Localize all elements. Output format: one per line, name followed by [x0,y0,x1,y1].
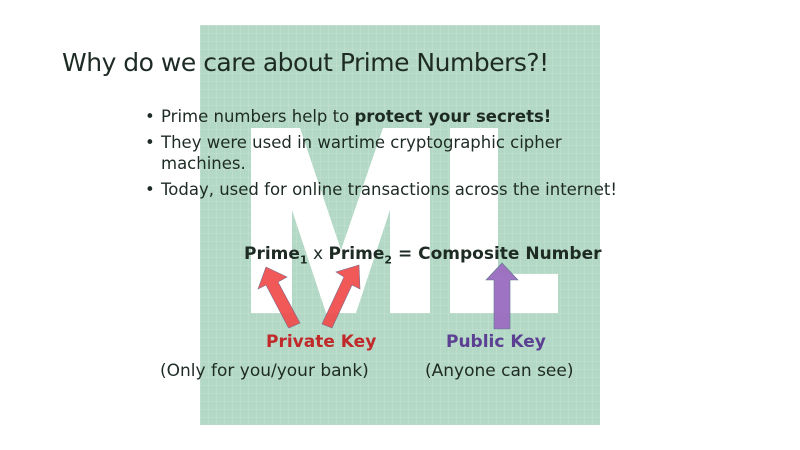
slide-title: Why do we care about Prime Numbers?! [62,48,549,77]
private-key-arrow-right [321,264,361,329]
public-key-label: Public Key [446,332,546,352]
bullet-item: Prime numbers help to protect your secre… [145,106,665,127]
equation-subscript-1: 1 [299,253,308,267]
bullet-text: Prime numbers help to [161,107,355,126]
bullet-emphasis: protect your secrets! [354,107,552,126]
equation-subscript-2: 2 [384,253,393,267]
equation-prime-1: Prime [244,244,300,264]
watermark-letter-l [450,128,558,313]
private-key-arrow-left [257,266,301,329]
bullet-text: Today, used for online transactions acro… [161,180,617,199]
equation-result: = Composite Number [392,244,602,264]
private-key-note: (Only for you/your bank) [160,361,369,381]
watermark-ml-logo [251,128,558,313]
bullet-list: Prime numbers help to protect your secre… [145,106,665,205]
bullet-text: They were used in wartime cryptographic … [161,133,562,173]
public-key-note: (Anyone can see) [425,361,574,381]
equation-times: x [307,244,329,264]
prime-equation: Prime1 x Prime2 = Composite Number [244,244,601,266]
bullet-item: Today, used for online transactions acro… [145,179,665,200]
equation-prime-2: Prime [328,244,385,264]
public-key-arrow [485,262,519,330]
private-key-label: Private Key [266,332,377,352]
bullet-item: They were used in wartime cryptographic … [145,132,601,174]
watermark-letter-m [251,128,430,313]
